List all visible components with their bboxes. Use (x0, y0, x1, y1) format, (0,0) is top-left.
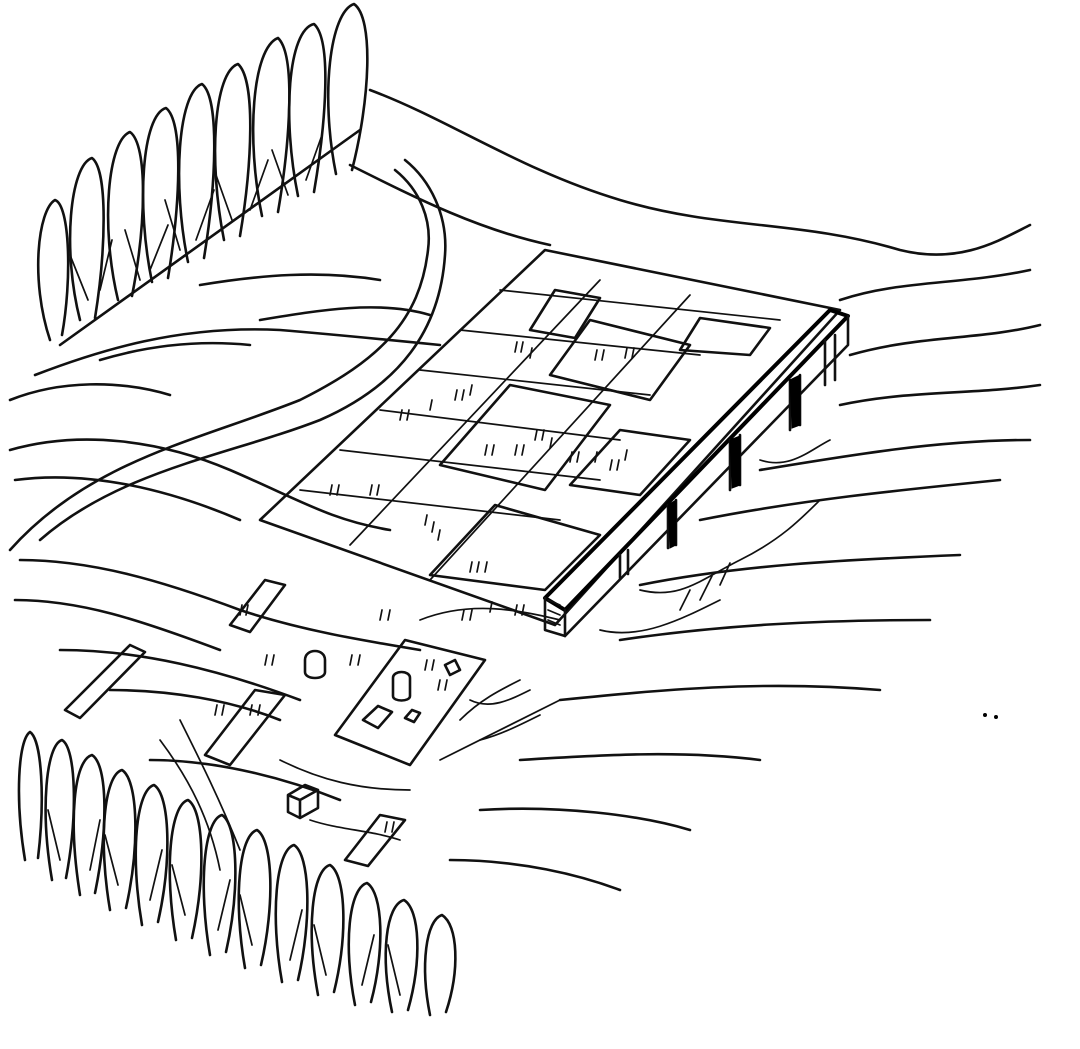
poplar-tree-row-bottom (17, 730, 457, 1017)
cylinder-object (303, 649, 327, 680)
poplar-tree-row-top (36, 2, 369, 342)
main-building-platform (258, 248, 842, 627)
bridge-columns (618, 333, 837, 580)
curved-access-road (8, 158, 447, 552)
garden-objects (286, 649, 462, 820)
lower-garden-plots (63, 578, 487, 868)
field-boundary-lines (33, 128, 442, 377)
courtyards (428, 288, 772, 592)
elevated-bridge (543, 308, 850, 638)
terrain-contour-lines (8, 88, 1042, 892)
grass-tufts (214, 341, 635, 833)
stray-ink-dots (983, 713, 998, 719)
bridge-ground-hatching (599, 439, 831, 634)
small-box-object (286, 783, 320, 820)
rough-path-hatching (159, 607, 561, 871)
